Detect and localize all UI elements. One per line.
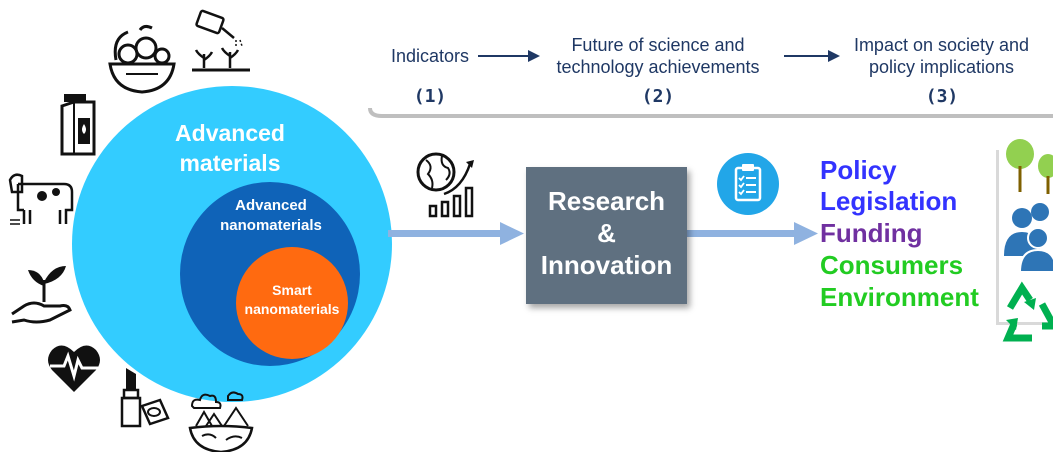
trees-icon	[1006, 139, 1053, 194]
recycle-icon	[1002, 281, 1053, 342]
inner-line2: nanomaterials	[244, 301, 340, 317]
stage-number-1: (1)	[413, 86, 447, 107]
arrow-stage2-to-stage3	[784, 50, 840, 62]
stage2-line2: technology achievements	[556, 57, 760, 77]
inner-line1: Smart	[272, 282, 312, 298]
outer-line2: materials	[179, 150, 281, 176]
outer-line1: Advanced	[175, 120, 285, 146]
middle-line2: nanomaterials	[220, 217, 322, 234]
hand-plant-icon	[11, 266, 72, 324]
label-advanced-materials: Advanced materials	[140, 118, 320, 178]
stage-number-2: (2)	[641, 86, 675, 107]
label-smart-nanomaterials: Smart nanomaterials	[236, 281, 348, 319]
stage-indicators: Indicators	[390, 46, 470, 66]
research-line1: Research	[547, 186, 666, 216]
outcome-environment: Environment	[820, 282, 979, 312]
milk-carton-icon	[60, 94, 96, 156]
stage-impact-society: Impact on society and policy implication…	[834, 34, 1049, 78]
stage-number-3: (3)	[925, 86, 959, 107]
globe-growth-chart-icon	[416, 152, 474, 218]
research-line3: Innovation	[540, 250, 673, 280]
timeline-bracket	[368, 107, 1053, 118]
earth-landscape-icon	[188, 391, 254, 452]
salad-bowl-icon	[108, 24, 176, 94]
clipboard-icon	[717, 153, 779, 215]
research-line2: &	[597, 218, 616, 248]
people-icon	[1004, 203, 1053, 273]
flow-arrow-to-research	[388, 222, 524, 245]
stage2-line1: Future of science and	[571, 35, 745, 55]
outcome-funding: Funding	[820, 218, 923, 248]
arrow-stage1-to-stage2	[478, 50, 540, 62]
cow-icon	[8, 173, 74, 225]
stage-science-achievements: Future of science and technology achieve…	[528, 34, 788, 78]
outcome-consumers: Consumers	[820, 250, 964, 280]
outcome-policy: Policy	[820, 155, 897, 185]
flow-arrow-to-outcomes	[686, 222, 818, 245]
label-advanced-nanomaterials: Advanced nanomaterials	[196, 196, 346, 236]
research-innovation-box: Research & Innovation	[526, 167, 687, 304]
stage3-line2: policy implications	[868, 57, 1015, 77]
watering-can-plant-icon	[192, 9, 250, 72]
heart-pulse-icon	[48, 345, 100, 392]
stage3-line1: Impact on society and	[853, 35, 1030, 55]
lipstick-icon	[120, 368, 170, 428]
middle-line1: Advanced	[235, 197, 307, 214]
outcome-legislation: Legislation	[820, 186, 958, 216]
circle-smart-nanomaterials	[236, 247, 348, 359]
